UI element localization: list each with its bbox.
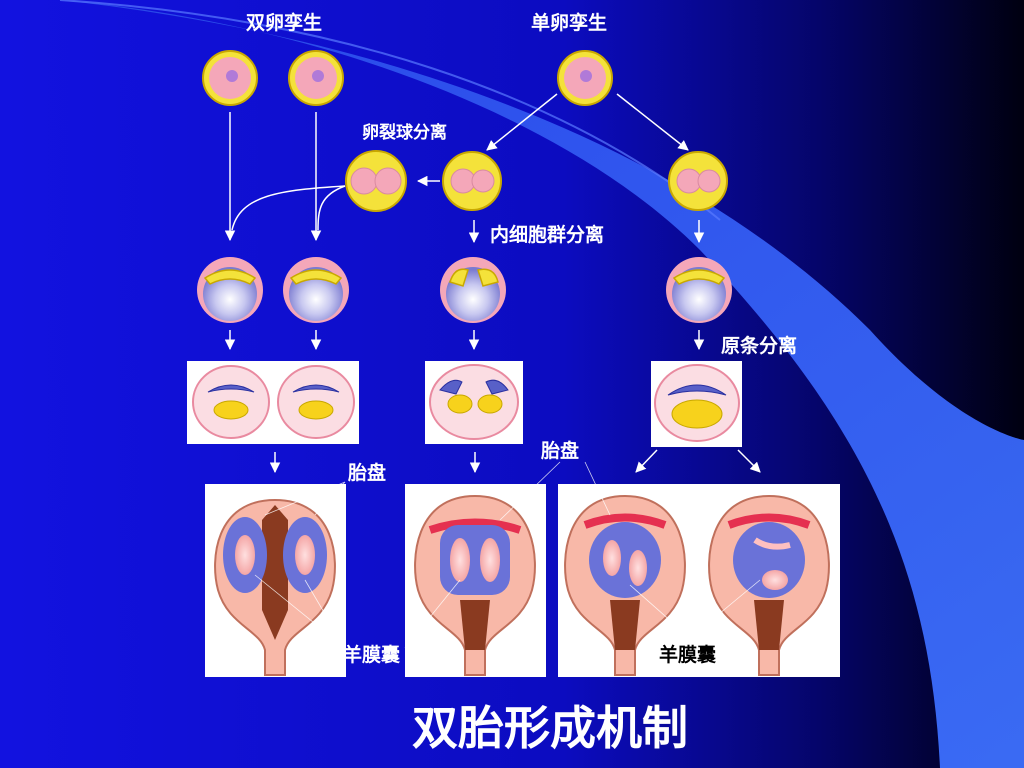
flow-arrows <box>224 93 761 474</box>
blastocyst-1 <box>197 257 263 323</box>
uterus-panel-primitive-streak <box>558 484 840 677</box>
zygote-monozygotic <box>557 50 613 106</box>
label-pointer-lines <box>254 461 761 649</box>
label-amniotic-sac-left: 羊膜囊 <box>343 644 401 666</box>
label-dizygotic: 双卵孪生 <box>246 12 323 34</box>
label-amniotic-sac-right: 羊膜囊 <box>659 644 717 666</box>
uterus-panel-dizygotic <box>205 484 346 677</box>
label-inner-cell-mass-separation: 内细胞群分离 <box>490 224 605 246</box>
label-monozygotic: 单卵孪生 <box>531 12 608 34</box>
zygote-dizygotic-1 <box>202 50 258 106</box>
label-primitive-streak-separation: 原条分离 <box>721 335 798 357</box>
two-cell-separated <box>345 150 407 212</box>
label-placenta-left: 胎盘 <box>348 462 387 484</box>
blastocyst-4 <box>666 257 732 323</box>
blastocyst-2 <box>283 257 349 323</box>
zygote-dizygotic-2 <box>288 50 344 106</box>
slide-title: 双胎形成机制 <box>412 701 688 755</box>
uterus-panel-inner-cell-mass <box>405 484 546 677</box>
embryo-panel-primitive-streak <box>651 361 742 447</box>
blastocyst-3 <box>440 257 506 323</box>
label-placenta-right: 胎盘 <box>541 440 580 462</box>
embryo-panel-inner-cell-mass <box>425 361 523 444</box>
two-cell-stage-middle <box>442 151 502 211</box>
decorative-swoosh <box>60 0 1024 768</box>
label-blastomere-separation: 卵裂球分离 <box>362 123 447 143</box>
two-cell-stage-right <box>668 151 728 211</box>
embryo-panel-dizygotic <box>187 361 359 444</box>
